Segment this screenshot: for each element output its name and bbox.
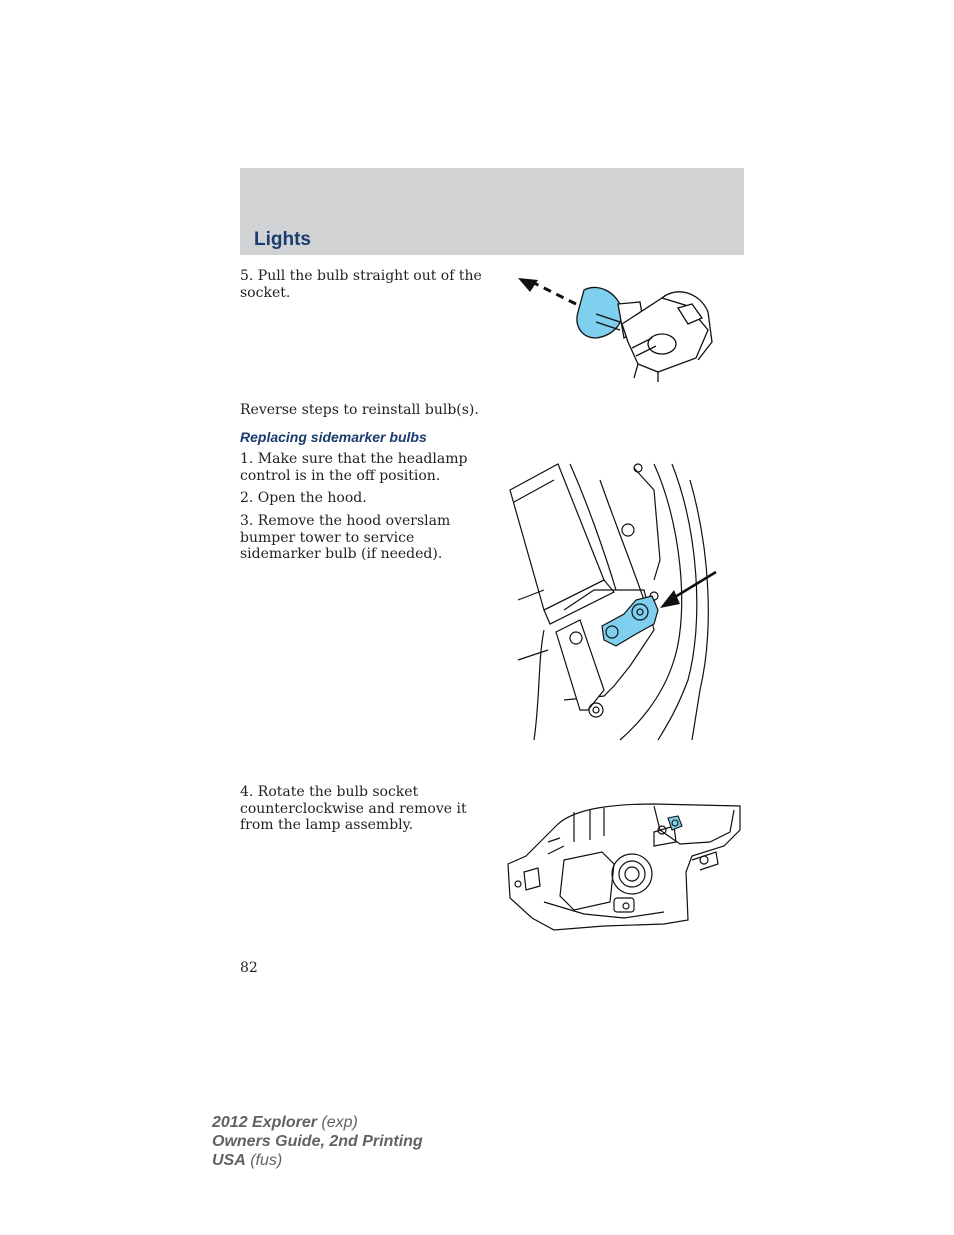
subsection-heading: Replacing sidemarker bulbs: [240, 429, 427, 445]
document-footer: 2012 Explorer (exp) Owners Guide, 2nd Pr…: [212, 1113, 423, 1170]
sidemarker-step-1: 1. Make sure that the headlamp control i…: [240, 451, 468, 484]
footer-region-code: (fus): [245, 1152, 283, 1169]
footer-model: 2012 Explorer: [212, 1114, 317, 1131]
footer-edition: Owners Guide, 2nd Printing: [212, 1133, 423, 1150]
footer-model-code: (exp): [316, 1114, 358, 1131]
footer-line-1: 2012 Explorer (exp): [212, 1113, 423, 1132]
footer-line-2: Owners Guide, 2nd Printing: [212, 1132, 423, 1151]
footer-region: USA: [212, 1152, 246, 1169]
footer-line-3: USA (fus): [212, 1151, 423, 1170]
sidemarker-step-2: 2. Open the hood.: [240, 490, 367, 506]
reinstall-note: Reverse steps to reinstall bulb(s).: [240, 402, 479, 418]
lamp-assembly-illustration: [507, 803, 741, 931]
sidemarker-step-3: 3. Remove the hood overslam bumper tower…: [240, 513, 451, 562]
sidemarker-location-illustration: [509, 463, 717, 741]
section-title: Lights: [254, 229, 311, 250]
sidemarker-step-4: 4. Rotate the bulb socket counterclockwi…: [240, 784, 467, 833]
step-5-text: 5. Pull the bulb straight out of the soc…: [240, 268, 482, 301]
section-header-band: Lights: [240, 168, 744, 255]
bulb-removal-illustration: [518, 278, 713, 382]
page-number: 82: [240, 960, 258, 976]
